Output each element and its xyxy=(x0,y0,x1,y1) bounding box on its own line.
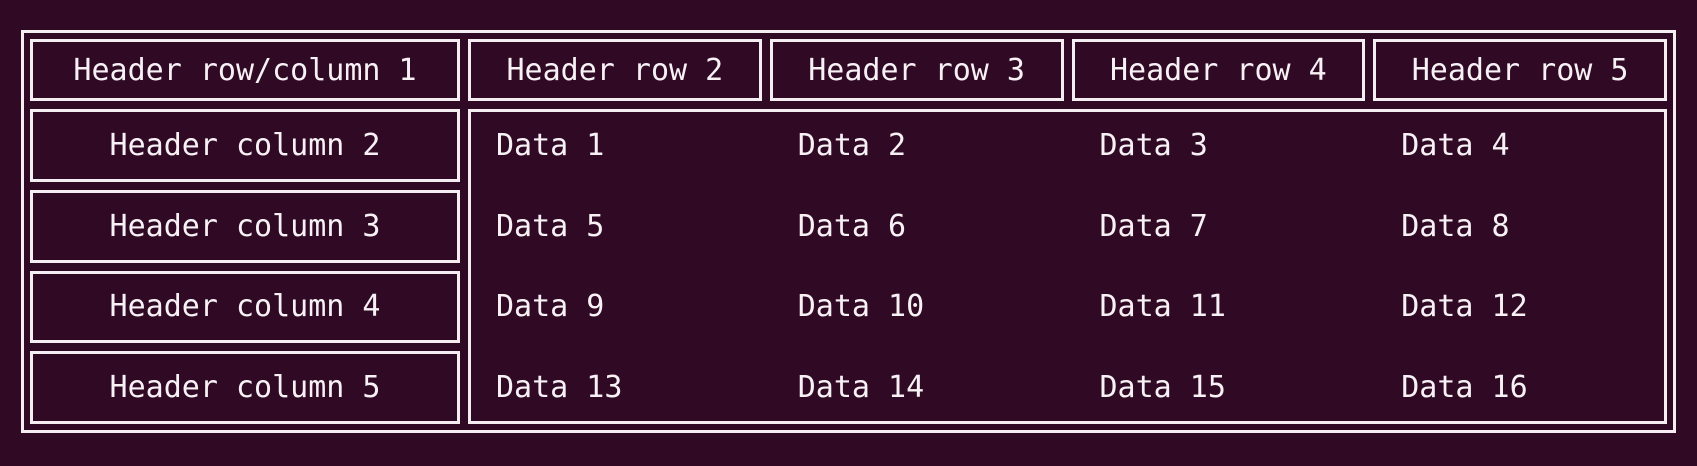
data-cell: Data 11 xyxy=(1099,289,1226,325)
data-cell: Data 6 xyxy=(797,208,907,244)
data-cell: Data 5 xyxy=(496,208,605,244)
data-cell: Data 8 xyxy=(1401,208,1510,244)
data-cell: Data 4 xyxy=(1401,127,1510,163)
data-cell: Data 2 xyxy=(797,127,907,163)
column-header-cell-3: Header row 3 xyxy=(769,39,1064,101)
row-header-cell-4: Header column 4 xyxy=(30,270,460,344)
corner-header-cell: Header row/column 1 xyxy=(30,39,460,101)
data-cell: Data 3 xyxy=(1099,127,1208,163)
row-header-cell-5: Header column 5 xyxy=(30,351,460,424)
data-table: Header row/column 1 Header row 2 Header … xyxy=(21,30,1676,433)
data-cell: Data 15 xyxy=(1099,370,1226,406)
data-cell: Data 1 xyxy=(496,127,605,163)
data-cell: Data 9 xyxy=(496,289,605,325)
data-cell: Data 12 xyxy=(1401,289,1528,325)
table-grid: Header row/column 1 Header row 2 Header … xyxy=(30,39,1667,424)
data-cell: Data 13 xyxy=(496,370,623,406)
data-region-border xyxy=(468,109,1667,424)
data-cell: Data 7 xyxy=(1099,208,1208,244)
row-header-cell-3: Header column 3 xyxy=(30,189,460,263)
data-cell: Data 10 xyxy=(797,289,925,325)
row-header-cell-2: Header column 2 xyxy=(30,109,460,182)
column-header-cell-4: Header row 4 xyxy=(1071,39,1366,101)
column-header-cell-5: Header row 5 xyxy=(1373,39,1667,101)
column-header-cell-2: Header row 2 xyxy=(468,39,762,101)
data-cell: Data 16 xyxy=(1401,370,1528,406)
data-cell: Data 14 xyxy=(797,370,925,406)
